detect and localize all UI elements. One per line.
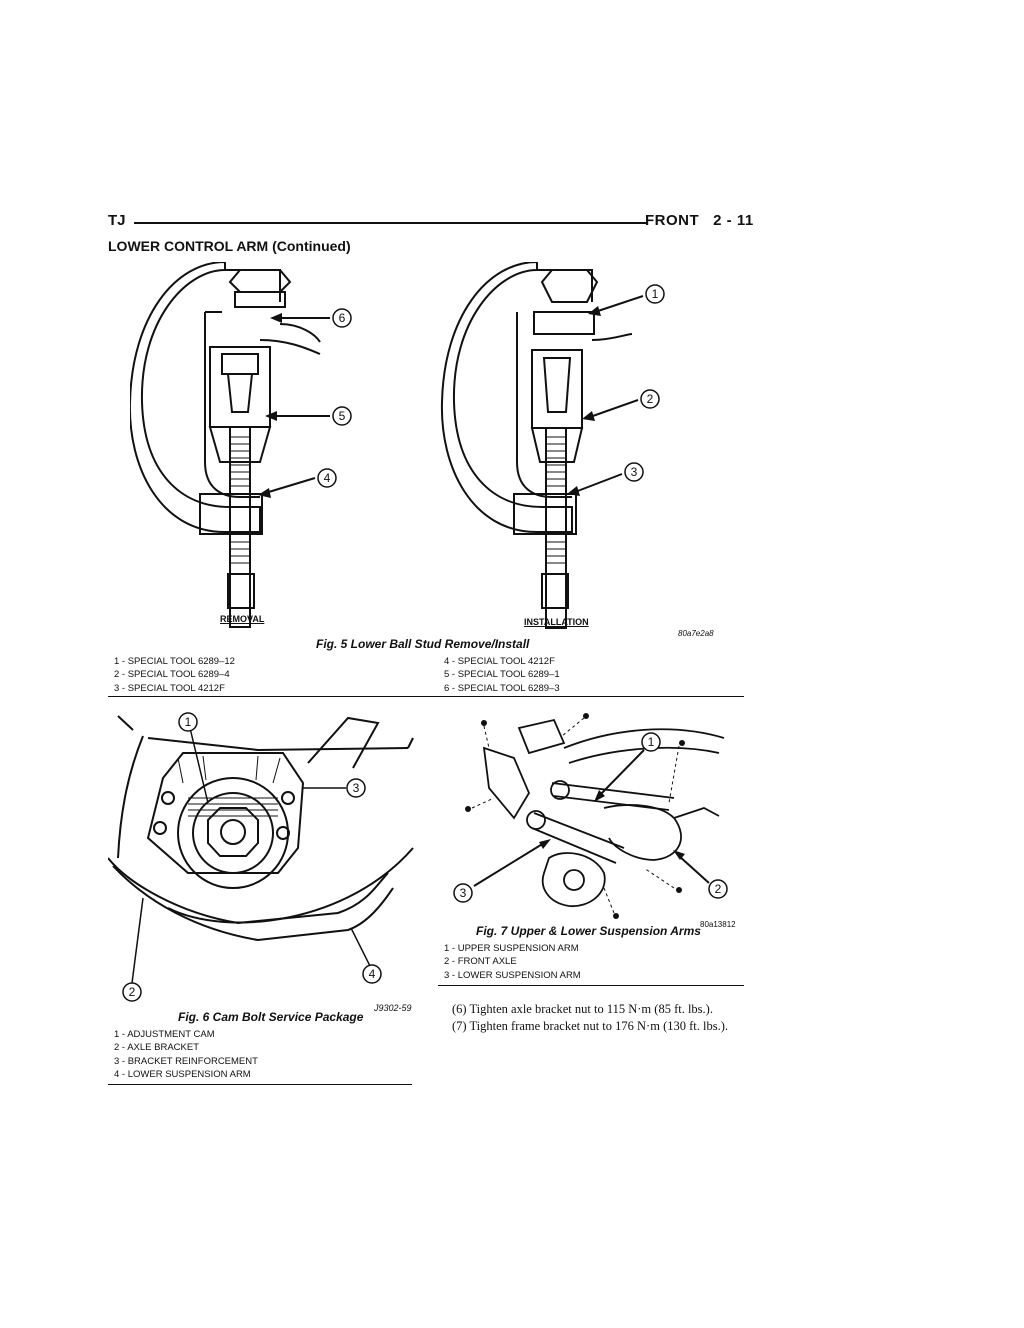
fig6-bottom-rule: [108, 1084, 412, 1085]
procedure-steps: (6) Tighten axle bracket nut to 115 N·m …: [438, 1001, 744, 1035]
removal-label: REMOVAL: [220, 614, 265, 624]
legend-item: 1 - ADJUSTMENT CAM: [114, 1029, 215, 1040]
fig6-callout-2: 2: [129, 985, 136, 999]
install-callout-3: 3: [631, 465, 638, 479]
legend-item: 3 - LOWER SUSPENSION ARM: [444, 969, 581, 981]
legend-item: 4 - LOWER SUSPENSION ARM: [114, 1068, 251, 1080]
fig5-bottom-rule: [108, 696, 744, 697]
fig6-caption: Fig. 6 Cam Bolt Service Package: [178, 1010, 364, 1024]
fig7-callout-1: 1: [648, 735, 655, 749]
fig7-legend: 1 - UPPER SUSPENSION ARM 2 - FRONT AXLE …: [444, 942, 581, 982]
removal-callout-5: 5: [339, 409, 346, 423]
legend-item: 4 - SPECIAL TOOL 4212F: [444, 656, 555, 667]
legend-item: 2 - AXLE BRACKET: [114, 1042, 200, 1054]
installation-label: INSTALLATION: [524, 617, 589, 627]
removal-screw-threads: [230, 436, 250, 564]
running-header-model: TJ: [108, 212, 126, 229]
removal-callout-4: 4: [324, 471, 331, 485]
removal-tool-drawing: [130, 262, 321, 628]
removal-callout-6: 6: [339, 311, 346, 325]
fig7-caption: Fig. 7 Upper & Lower Suspension Arms: [476, 924, 701, 938]
legend-item: 1 - UPPER SUSPENSION ARM: [444, 943, 579, 954]
legend-item: 6 - SPECIAL TOOL 6289–3: [444, 682, 560, 694]
installation-tool-drawing: [440, 262, 633, 629]
fig6-legend: 1 - ADJUSTMENT CAM 2 - AXLE BRACKET 3 - …: [114, 1028, 258, 1081]
fig6-callout-3: 3: [353, 781, 360, 795]
fig7-bottom-rule: [438, 985, 744, 986]
running-header-page: FRONT 2 - 11: [645, 212, 754, 229]
header-rule: [134, 222, 646, 224]
procedure-step-7: (7) Tighten frame bracket nut to 176 N·m…: [452, 1019, 728, 1033]
fig5-tag: 80a7e2a8: [678, 629, 714, 638]
fig7-tag: 80a13812: [700, 920, 736, 929]
fig5-illustration: 6 5 4 1 2 3: [130, 262, 665, 629]
legend-item: 2 - SPECIAL TOOL 6289–4: [114, 669, 230, 681]
fig6-callout-1: 1: [185, 715, 192, 729]
fig7-illustration: 1 2 3: [453, 713, 728, 919]
legend-item: 1 - SPECIAL TOOL 6289–12: [114, 656, 235, 667]
fig6-callout-4: 4: [369, 967, 376, 981]
fig7-callout-3: 3: [460, 886, 467, 900]
install-callout-1: 1: [652, 287, 659, 301]
fig7-callout-2: 2: [715, 882, 722, 896]
legend-item: 3 - SPECIAL TOOL 4212F: [114, 682, 225, 694]
install-callout-2: 2: [647, 392, 654, 406]
fig5-legend-left: 1 - SPECIAL TOOL 6289–12 2 - SPECIAL TOO…: [114, 655, 235, 695]
fig5-legend-right: 4 - SPECIAL TOOL 4212F 5 - SPECIAL TOOL …: [444, 655, 560, 695]
section-title: LOWER CONTROL ARM (Continued): [108, 238, 351, 254]
procedure-step-6: (6) Tighten axle bracket nut to 115 N·m …: [452, 1002, 713, 1016]
fig6-illustration: 1 2 3 4: [108, 712, 414, 1002]
fig6-tag: J9302-59: [374, 1003, 412, 1013]
legend-item: 2 - FRONT AXLE: [444, 956, 517, 968]
legend-item: 5 - SPECIAL TOOL 6289–1: [444, 669, 560, 681]
installation-screw-threads: [546, 436, 566, 564]
fig5-caption: Fig. 5 Lower Ball Stud Remove/Install: [316, 637, 530, 651]
legend-item: 3 - BRACKET REINFORCEMENT: [114, 1055, 258, 1067]
